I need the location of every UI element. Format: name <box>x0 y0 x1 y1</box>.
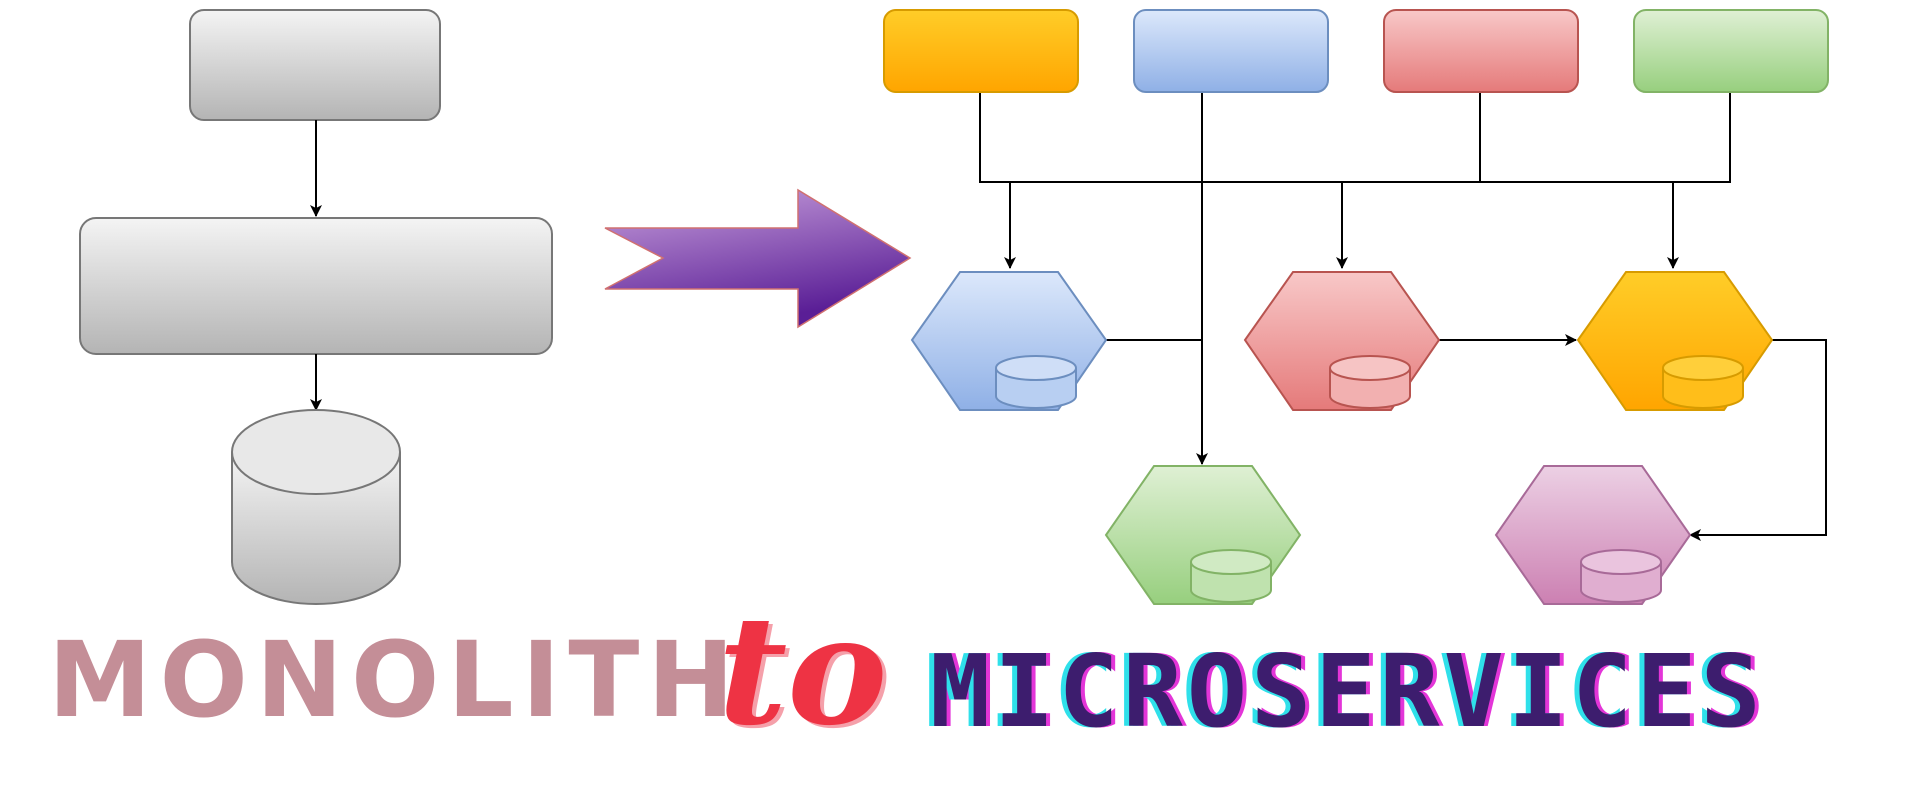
microservice-blue <box>910 271 1108 411</box>
database-icon <box>1662 355 1744 409</box>
database-icon <box>1580 549 1662 603</box>
client-box-red <box>1383 9 1579 93</box>
database-icon <box>1329 355 1411 409</box>
client-box-green <box>1633 9 1829 93</box>
microservice-green <box>1104 465 1302 605</box>
title-to: to <box>718 583 888 759</box>
database-icon <box>1190 549 1272 603</box>
app-box <box>79 217 553 355</box>
database-icon <box>995 355 1077 409</box>
microservice-pink <box>1494 465 1692 605</box>
connector-lines <box>979 92 1827 541</box>
client-box-blue <box>1133 9 1329 93</box>
microservice-red <box>1243 271 1441 411</box>
client-boxes <box>883 9 1829 93</box>
monolith-architecture <box>79 9 553 605</box>
ui-box <box>189 9 441 121</box>
title-monolith: MONOLITH <box>48 619 743 741</box>
database-cylinder <box>231 409 401 605</box>
client-box-orange <box>883 9 1079 93</box>
transition-arrow <box>604 188 912 329</box>
microservice-orange <box>1576 271 1774 411</box>
title-microservices: MICROSERVICES <box>930 633 1765 750</box>
